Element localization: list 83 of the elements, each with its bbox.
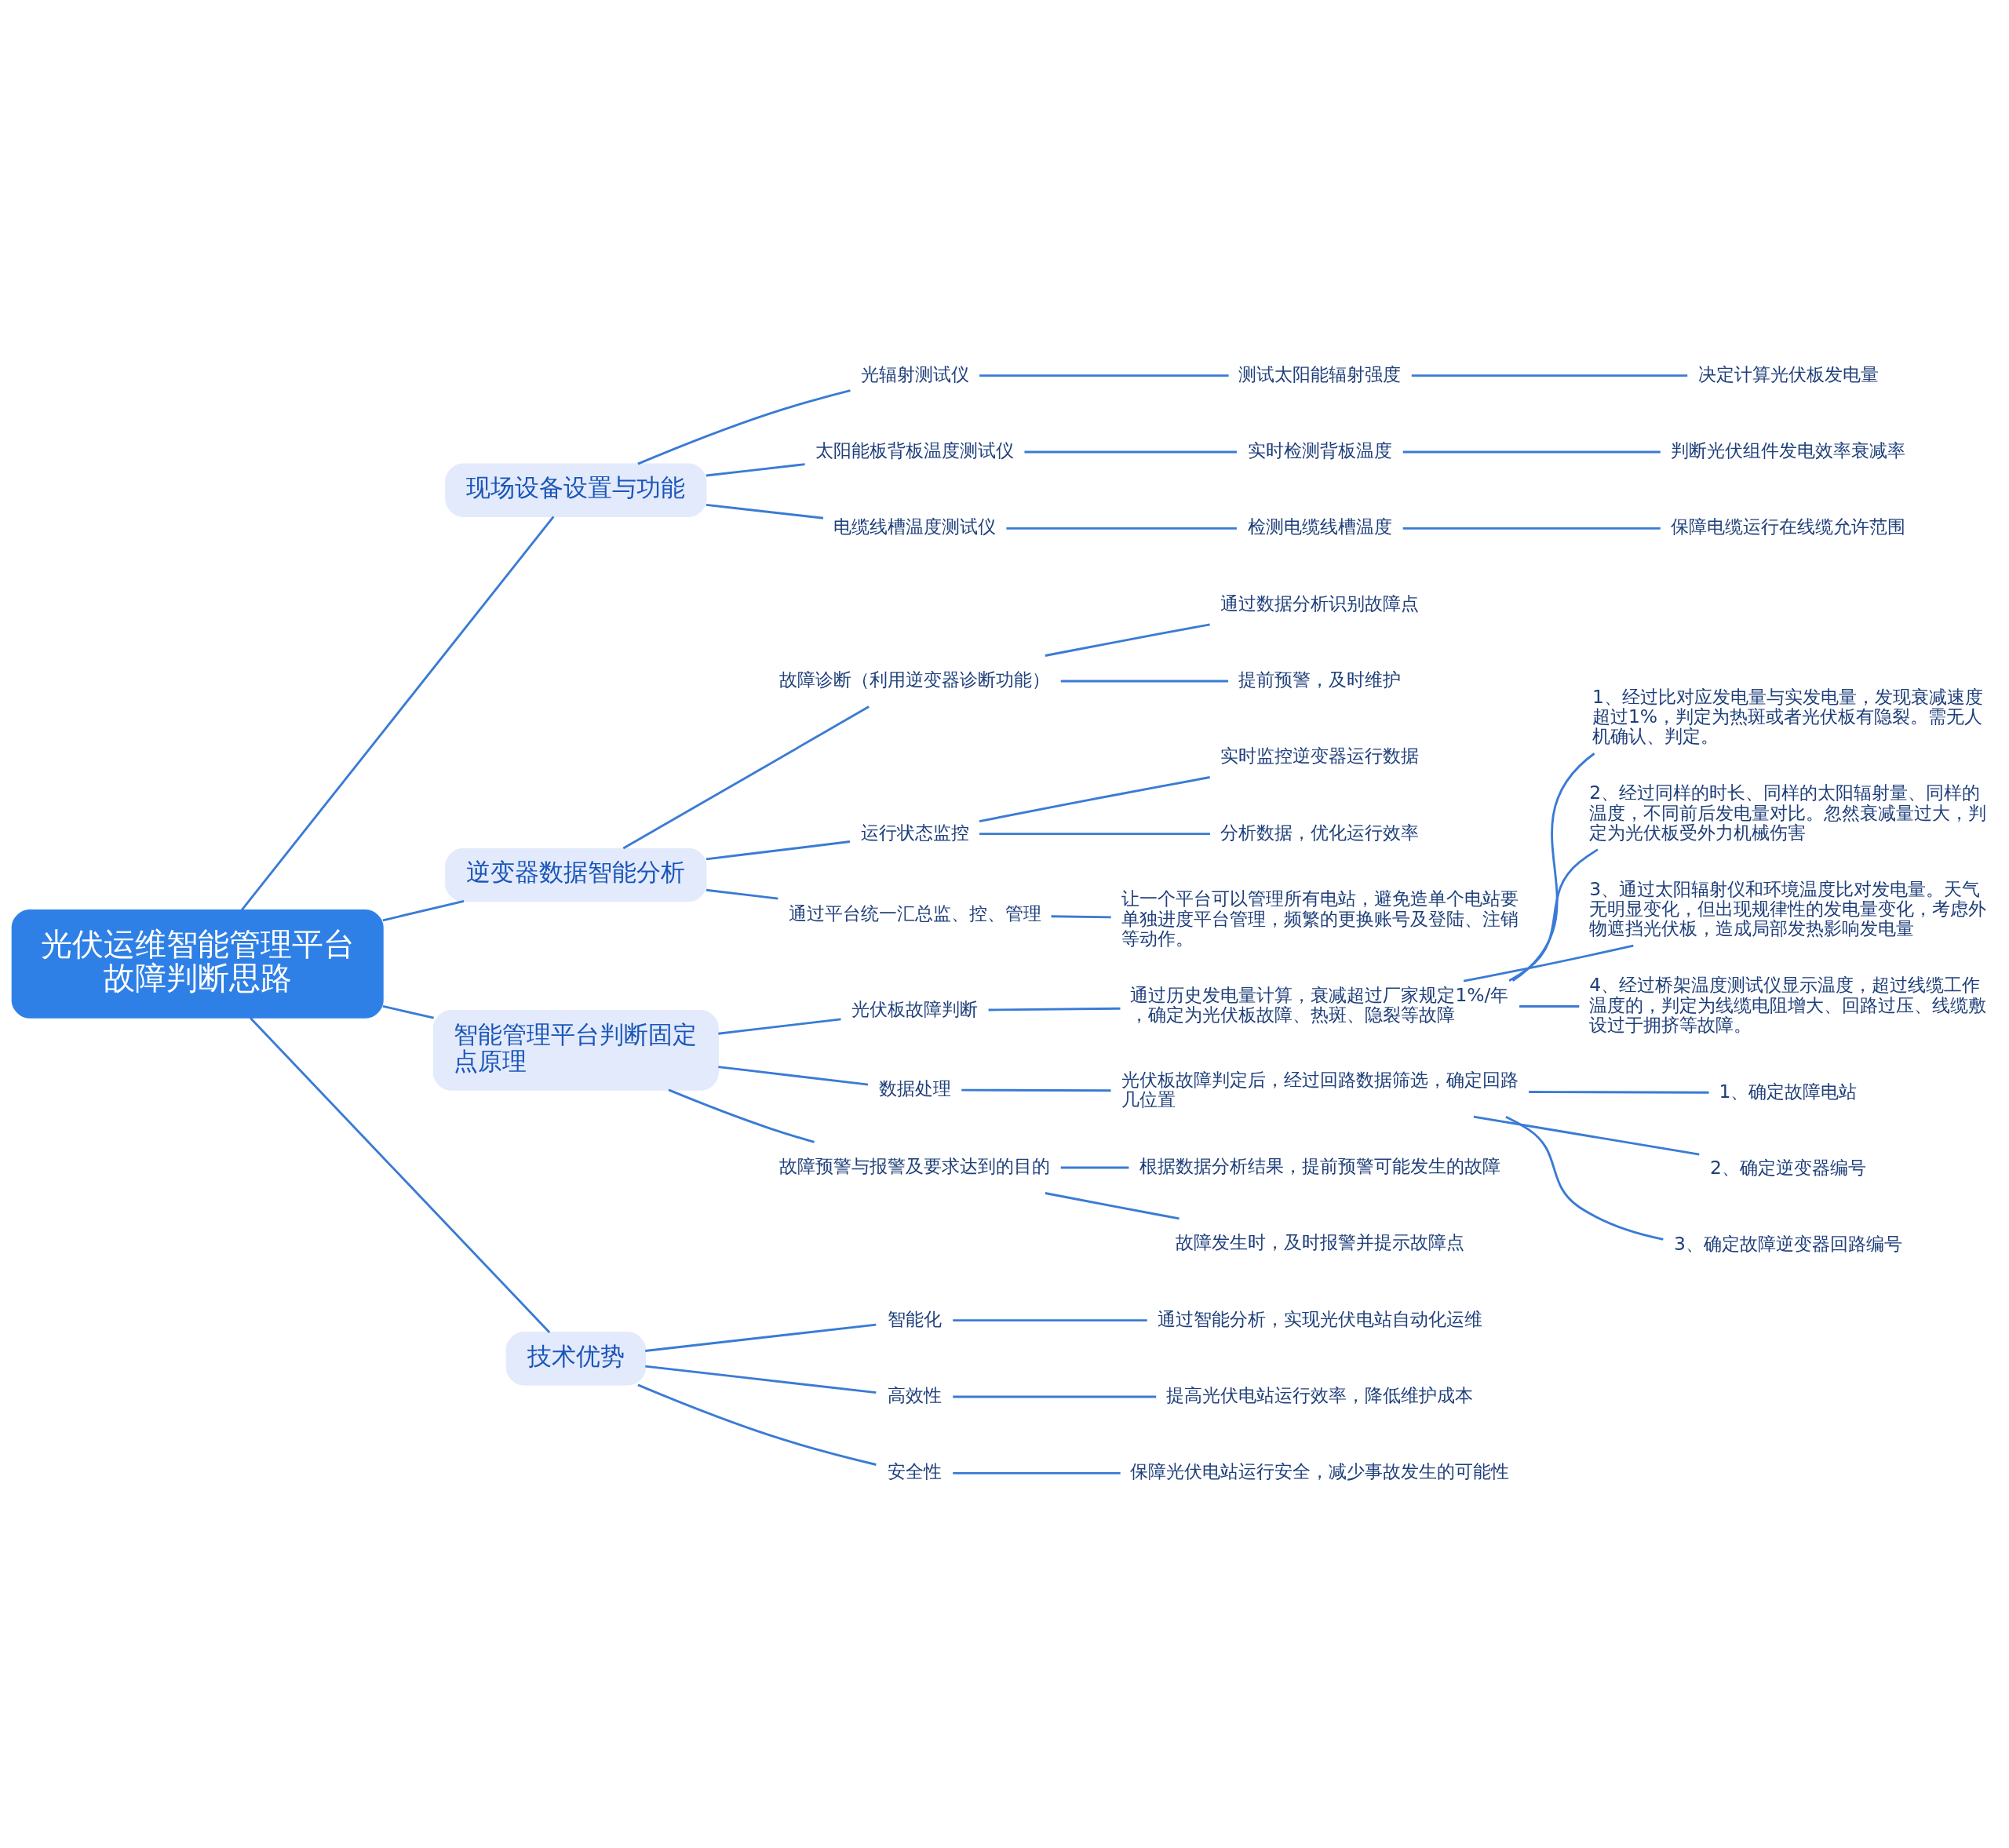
node-text: 2、经过同样的时长、同样的太阳辐射量、同样的温度，不同前后发电量对比。忽然衰减量过大，判定为光伏板受外力机械伤害 xyxy=(1589,781,1987,844)
node-box: 智能管理平台判断固定点原理 xyxy=(432,1009,719,1091)
node-text: 故障发生时，及时报警并提示故障点 xyxy=(1175,1230,1464,1253)
node-text: 运行状态监控 xyxy=(860,821,969,844)
node-text: 2、确定逆变器编号 xyxy=(1710,1156,1866,1179)
node-box: 逆变器数据智能分析 xyxy=(445,847,707,902)
connector xyxy=(953,1471,1121,1474)
node-text: 数据处理 xyxy=(878,1077,951,1099)
connector xyxy=(1024,450,1237,453)
connector xyxy=(645,1365,877,1394)
connector xyxy=(1508,847,1599,982)
node-text: 高效性 xyxy=(888,1383,943,1406)
connector xyxy=(250,1016,551,1333)
connector xyxy=(622,705,870,849)
connector xyxy=(668,1088,815,1143)
connector xyxy=(706,503,824,519)
node-text: 根据数据分析结果，提前预警可能发生的故障 xyxy=(1139,1154,1500,1177)
connector xyxy=(1411,374,1688,377)
connector xyxy=(1511,752,1595,982)
connector xyxy=(706,888,778,899)
connector xyxy=(979,832,1210,835)
connector xyxy=(1529,1090,1709,1094)
node-text: 通过历史发电量计算，衰减超过厂家规定1%/年，确定为光伏板故障、热斑、隐裂等故障 xyxy=(1130,983,1509,1026)
node-text: 光伏板故障判定后，经过回路数据筛选，确定回路几位置 xyxy=(1121,1068,1519,1110)
node-text: 保障电缆运行在线缆允许范围 xyxy=(1671,515,1906,538)
node-text: 通过智能分析，实现光伏电站自动化运维 xyxy=(1157,1307,1482,1330)
connector xyxy=(718,1065,869,1085)
connector xyxy=(1402,527,1661,530)
connector xyxy=(1505,1115,1664,1241)
connector xyxy=(382,1004,434,1019)
node-text: 智能化 xyxy=(888,1307,943,1330)
node-text: 实时监控逆变器运行数据 xyxy=(1220,744,1420,767)
node-text: 光辐射测试仪 xyxy=(860,363,969,385)
node-text: 让一个平台可以管理所有电站，避免造单个电站要单独进度平台管理，频繁的更换账号及登陆、注销等动作。 xyxy=(1121,887,1519,950)
connector xyxy=(382,899,465,921)
node-text: 1、确定故障电站 xyxy=(1719,1080,1858,1103)
connector xyxy=(637,1383,877,1466)
connector xyxy=(706,840,851,860)
connector xyxy=(1060,1166,1129,1168)
node-text: 保障光伏电站运行安全，减少事故发生的可能性 xyxy=(1130,1460,1510,1482)
node-box: 现场设备设置与功能 xyxy=(445,462,707,517)
connector xyxy=(645,1323,877,1352)
connector xyxy=(1045,622,1210,657)
node-box: 光伏运维智能管理平台故障判断思路 xyxy=(11,909,384,1019)
node-text: 通过数据分析识别故障点 xyxy=(1220,592,1420,614)
connector xyxy=(718,1017,841,1035)
node-text: 提前预警，及时维护 xyxy=(1238,668,1402,691)
connector xyxy=(240,516,555,911)
node-text: 4、经过桥架温度测试仪显示温度，超过线缆工作温度的，判定为线缆电阻增大、回路过压、线缆敷设过于拥挤等故障。 xyxy=(1589,973,1987,1036)
connector xyxy=(1060,680,1229,682)
node-text: 故障预警与报警及要求达到的目的 xyxy=(779,1154,1051,1177)
node-text: 测试太阳能辐射强度 xyxy=(1238,363,1402,385)
node-text: 光伏板故障判断 xyxy=(851,997,979,1020)
node-text: 检测电缆线槽温度 xyxy=(1247,515,1392,538)
connector xyxy=(1463,944,1634,982)
node-text: 安全性 xyxy=(888,1460,943,1482)
connector xyxy=(988,1007,1121,1011)
node-text: 电缆线槽温度测试仪 xyxy=(833,515,997,538)
node-text: 通过平台统一汇总监、控、管理 xyxy=(788,902,1041,924)
node-text: 太阳能板背板温度测试仪 xyxy=(815,439,1015,461)
connector xyxy=(1519,1004,1580,1008)
connector xyxy=(1473,1115,1700,1156)
connector xyxy=(979,374,1229,377)
node-text: 提高光伏电站运行效率，降低维护成本 xyxy=(1166,1383,1474,1406)
connector xyxy=(961,1088,1111,1092)
node-text: 3、确定故障逆变器回路编号 xyxy=(1674,1232,1902,1255)
connector xyxy=(637,388,851,465)
connector xyxy=(1402,450,1661,453)
node-box: 技术优势 xyxy=(505,1331,647,1386)
connector xyxy=(706,462,805,476)
connector xyxy=(1045,1191,1180,1219)
connector xyxy=(953,1318,1147,1321)
node-text: 1、经过比对应发电量与实发电量，发现衰减速度超过1%，判定为热斑或者光伏板有隐裂。需无人机确认、判定。 xyxy=(1592,685,1983,747)
connector xyxy=(1006,527,1237,530)
node-text: 3、通过太阳辐射仪和环境温度比对发电量。天气无明显变化，但出现规律性的发电量变化，考虑外物遮挡光伏板，造成局部发热影响发电量 xyxy=(1589,877,1987,939)
node-text: 决定计算光伏板发电量 xyxy=(1697,363,1879,385)
connector xyxy=(953,1395,1157,1398)
node-text: 分析数据，优化运行效率 xyxy=(1220,821,1420,844)
node-text: 实时检测背板温度 xyxy=(1247,439,1392,461)
node-text: 故障诊断（利用逆变器诊断功能） xyxy=(779,668,1051,691)
connector xyxy=(1051,914,1111,918)
connector xyxy=(979,775,1210,822)
node-text: 判断光伏组件发电效率衰减率 xyxy=(1671,439,1906,461)
